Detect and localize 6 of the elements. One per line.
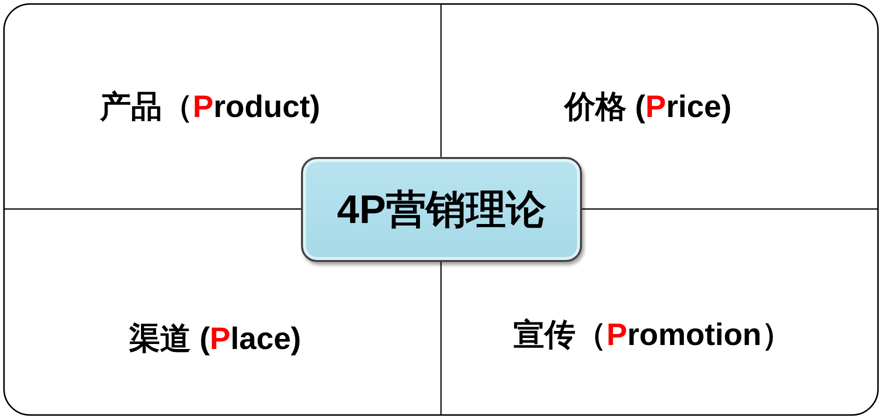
center-title: 4P营销理论 [337,187,546,234]
quadrant-label: 宣传（Promotion） [514,316,792,354]
center-title-box [301,157,582,262]
quadrant-label: 产品（Product) [100,88,320,126]
quadrant-label: 价格 (Price) [564,88,732,126]
quadrant-label: 渠道 (Place) [128,320,302,358]
